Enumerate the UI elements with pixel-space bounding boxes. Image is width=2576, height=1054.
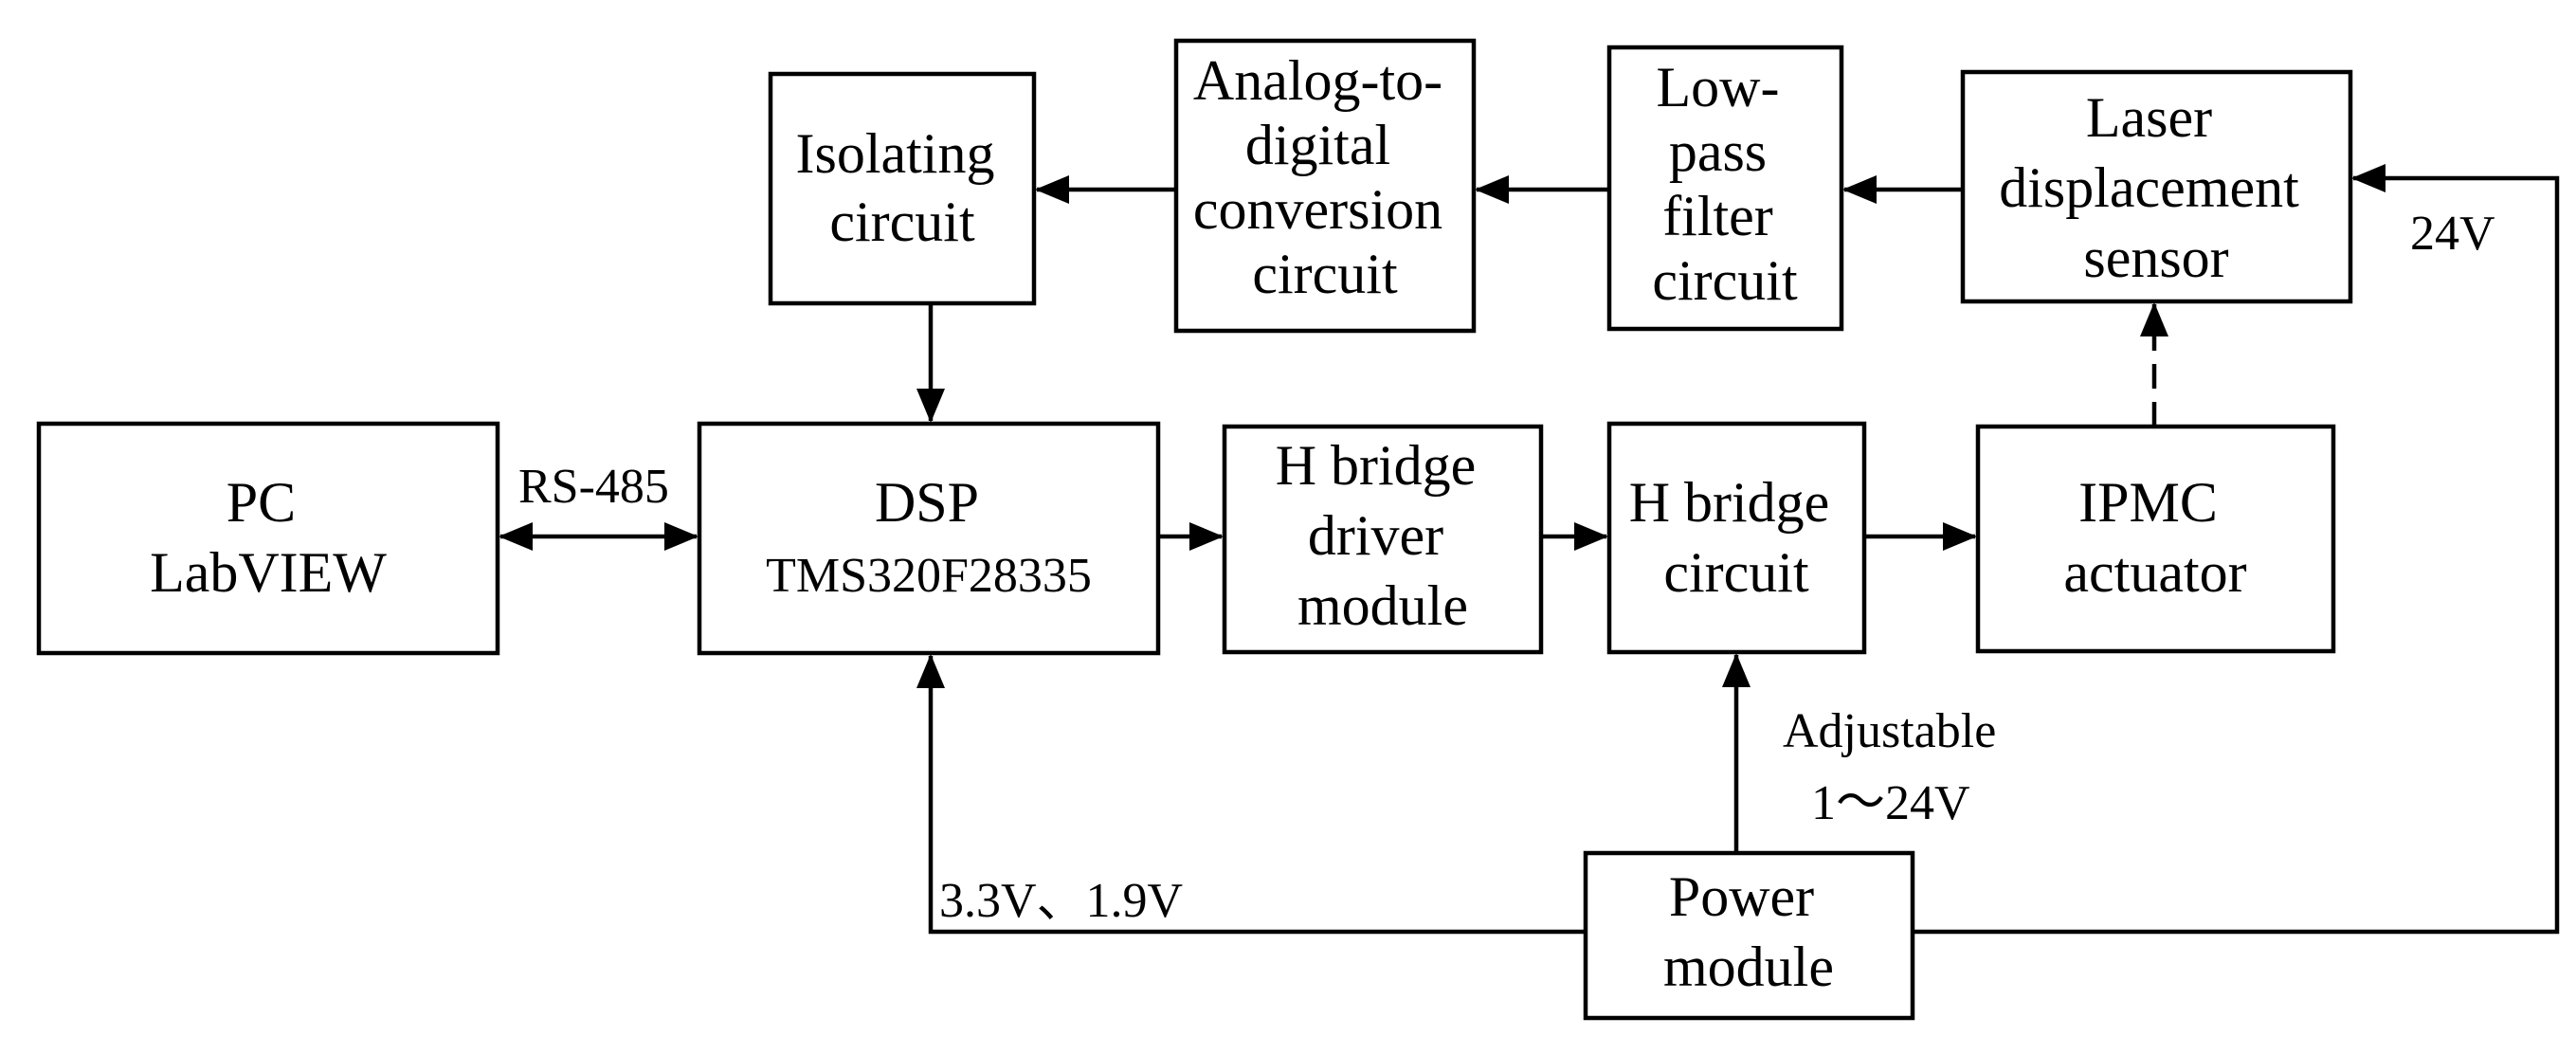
laser-line-1: Laser: [2086, 86, 2212, 149]
svg-text:Analog-to- digital: Analog-to- digital conversion circuit: [1193, 49, 1457, 305]
hbridge-line-2: circuit: [1663, 541, 1809, 604]
svg-text:Laser displacement: Laser displacement sensor: [1999, 86, 2313, 289]
isolating-line-1: Isolating: [796, 122, 995, 185]
h-bridge-circuit-block: H bridge circuit: [1606, 421, 1867, 655]
adc-line-2: digital: [1245, 114, 1390, 176]
power-line-1: Power: [1669, 865, 1814, 928]
arrow-power-to-dsp: [916, 654, 1586, 935]
dsp-block: DSP TMS320F28335: [697, 421, 1161, 656]
svg-text:Isolating circuit: Isolating circuit: [796, 122, 1009, 253]
hdriver-line-1: H bridge: [1276, 434, 1477, 497]
hbridge-line-1: H bridge: [1629, 471, 1830, 534]
lpf-line-2: pass: [1669, 120, 1767, 183]
svg-text:Low- pass filter: Low- pass filter circuit: [1652, 56, 1798, 312]
adc-block: Analog-to- digital conversion circuit: [1173, 38, 1477, 334]
isolating-circuit-block: Isolating circuit: [768, 71, 1037, 306]
power-module-block: Power module: [1583, 850, 1915, 1021]
lpf-line-3: filter: [1662, 185, 1773, 247]
dsp-line-2: TMS320F28335: [766, 549, 1092, 603]
svg-text:H bridge circuit: H bridge circuit: [1629, 471, 1844, 604]
power-line-2: module: [1663, 936, 1834, 998]
adc-line-3: conversion: [1193, 178, 1442, 241]
label-rs485: RS-485: [518, 460, 669, 514]
pc-line-1: PC: [227, 471, 296, 534]
svg-text:H bridge driver mo: H bridge driver module: [1276, 434, 1491, 637]
label-adjustable: Adjustable: [1783, 704, 1996, 758]
ipmc-line-1: IPMC: [2078, 471, 2218, 534]
hdriver-line-3: module: [1297, 574, 1468, 637]
svg-text:IPMC actuator: IPMC actuator: [2063, 471, 2246, 604]
pc-labview-block: PC LabVIEW: [36, 421, 500, 656]
laser-line-3: sensor: [2083, 227, 2228, 289]
label-range: 1～24V: [1811, 776, 1970, 830]
adc-line-1: Analog-to-: [1193, 49, 1442, 112]
low-pass-filter-block: Low- pass filter circuit: [1606, 45, 1844, 332]
pc-line-2: LabVIEW: [150, 541, 387, 604]
arrow-power-to-laser: [1913, 164, 2560, 935]
hdriver-line-2: driver: [1308, 504, 1443, 567]
laser-line-2: displacement: [1999, 156, 2299, 219]
isolating-line-2: circuit: [829, 191, 975, 253]
svg-text:Power module: Power module: [1663, 865, 1834, 998]
svg-text:DSP TMS320F28335: DSP TMS320F28335: [766, 471, 1092, 603]
dsp-line-1: DSP: [875, 471, 979, 534]
adc-line-4: circuit: [1252, 243, 1398, 305]
laser-displacement-sensor-block: Laser displacement sensor: [1960, 69, 2353, 304]
ipmc-actuator-block: IPMC actuator: [1975, 424, 2336, 654]
label-dsp-supply: 3.3V、1.9V: [939, 874, 1183, 928]
svg-text:PC LabVIEW: PC LabVIEW: [150, 471, 387, 604]
h-bridge-driver-module-block: H bridge driver module: [1222, 424, 1544, 655]
label-24v: 24V: [2410, 207, 2495, 261]
lpf-line-4: circuit: [1652, 249, 1798, 312]
ipmc-line-2: actuator: [2063, 541, 2246, 604]
lpf-line-1: Low-: [1657, 56, 1780, 118]
